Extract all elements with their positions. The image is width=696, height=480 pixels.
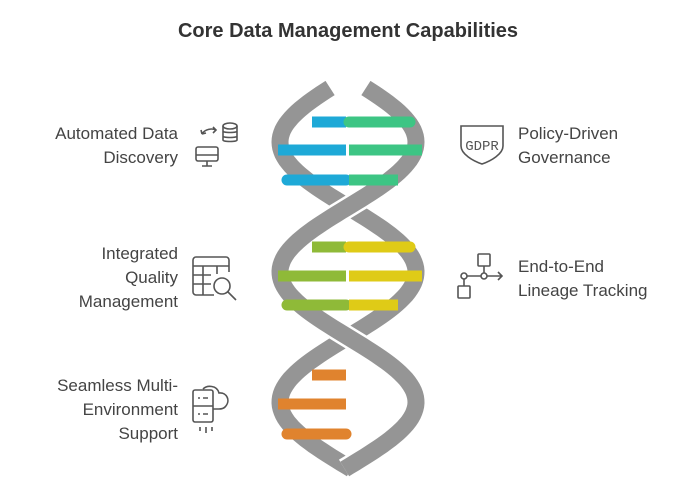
gdpr-shield-icon: GDPR (460, 125, 504, 165)
table-search-icon (192, 256, 237, 301)
label-line: Integrated (101, 244, 178, 263)
server-cloud-icon (192, 385, 229, 433)
lineage-flow-icon (457, 253, 504, 299)
label-line: Environment (82, 400, 178, 419)
page-title: Core Data Management Capabilities (177, 20, 519, 42)
label-policy-driven-governance: Policy-Driven Governance (518, 122, 618, 170)
label-line: Quality (125, 268, 178, 287)
label-seamless-multi-environment: Seamless Multi- Environment Support (57, 374, 178, 446)
label-integrated-quality-management: Integrated Quality Management (79, 242, 178, 314)
data-sync-icon (195, 122, 238, 167)
label-line: Lineage Tracking (518, 281, 648, 300)
label-line: Policy-Driven (518, 124, 619, 143)
label-end-to-end-lineage: End-to-End Lineage Tracking (518, 255, 647, 303)
label-automated-data-discovery: Automated Data Discovery (55, 122, 178, 170)
label-line: Discovery (103, 148, 178, 167)
label-line: Seamless Multi- (57, 376, 178, 395)
label-line: Governance (518, 148, 611, 167)
label-line: Management (78, 292, 178, 311)
label-line: Support (118, 424, 178, 443)
gdpr-text: GDPR (465, 139, 499, 155)
label-line: Automated Data (55, 124, 178, 143)
label-line: End-to-End (518, 257, 604, 276)
